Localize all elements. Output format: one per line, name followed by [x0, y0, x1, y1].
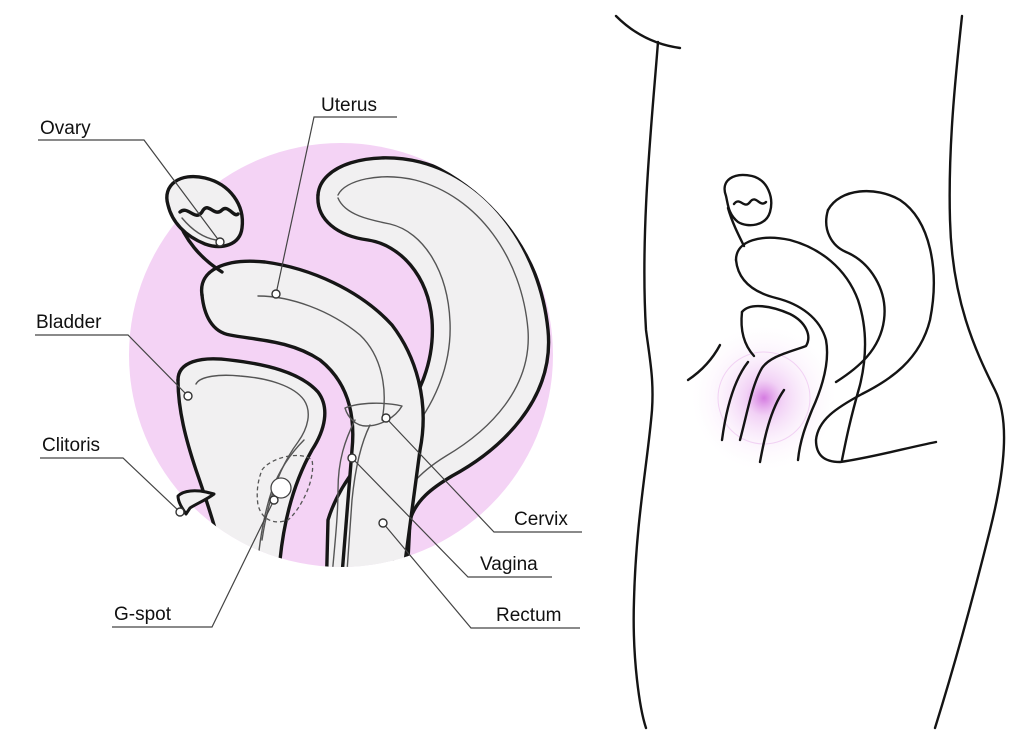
clitoris-shape — [176, 489, 216, 516]
cross-section — [129, 143, 553, 567]
rectum-dot — [378, 518, 388, 528]
vagina-dot — [347, 453, 357, 463]
vagina-label: Vagina — [480, 554, 538, 575]
ovary-shape — [165, 174, 245, 274]
clitoris-label: Clitoris — [42, 435, 100, 456]
shoulder-curve — [614, 14, 682, 50]
leader-lines — [35, 116, 582, 629]
rectum-leader — [382, 522, 580, 629]
g-spot-region — [256, 454, 314, 523]
cervix-leader — [385, 417, 582, 533]
small-rectum — [814, 189, 938, 464]
bladder-dot — [183, 391, 193, 401]
g-spot-leader — [112, 499, 275, 628]
g-spot-glow — [692, 326, 836, 470]
labels: Ovary Uterus Bladder Clitoris G-spot Cer… — [36, 95, 568, 626]
cervix-label: Cervix — [514, 509, 568, 530]
small-ovary — [723, 173, 773, 227]
small-bladder — [738, 304, 810, 442]
g-spot-dot — [269, 495, 279, 505]
belly-outline — [632, 40, 660, 730]
bladder-shape — [176, 357, 327, 567]
uterus-label: Uterus — [321, 95, 377, 116]
uterus-shape — [200, 259, 425, 567]
bladder-leader — [35, 334, 189, 397]
rectum-label: Rectum — [496, 605, 561, 626]
clitoris-dot — [175, 507, 185, 517]
ovary-leader — [38, 139, 221, 243]
ovary-label: Ovary — [40, 118, 91, 139]
g-spot-marker — [270, 477, 292, 499]
bladder-label: Bladder — [36, 312, 102, 333]
uterus-leader — [275, 116, 397, 295]
clitoris-leader — [40, 457, 181, 513]
back-outline — [933, 14, 1006, 730]
body-silhouette — [614, 14, 1006, 730]
ovary-dot — [215, 237, 225, 247]
vagina-leader — [351, 457, 552, 578]
g-spot-label: G-spot — [114, 604, 172, 625]
uterus-dot — [271, 289, 281, 299]
small-uterus — [734, 236, 867, 462]
cervix-dot — [381, 413, 391, 423]
